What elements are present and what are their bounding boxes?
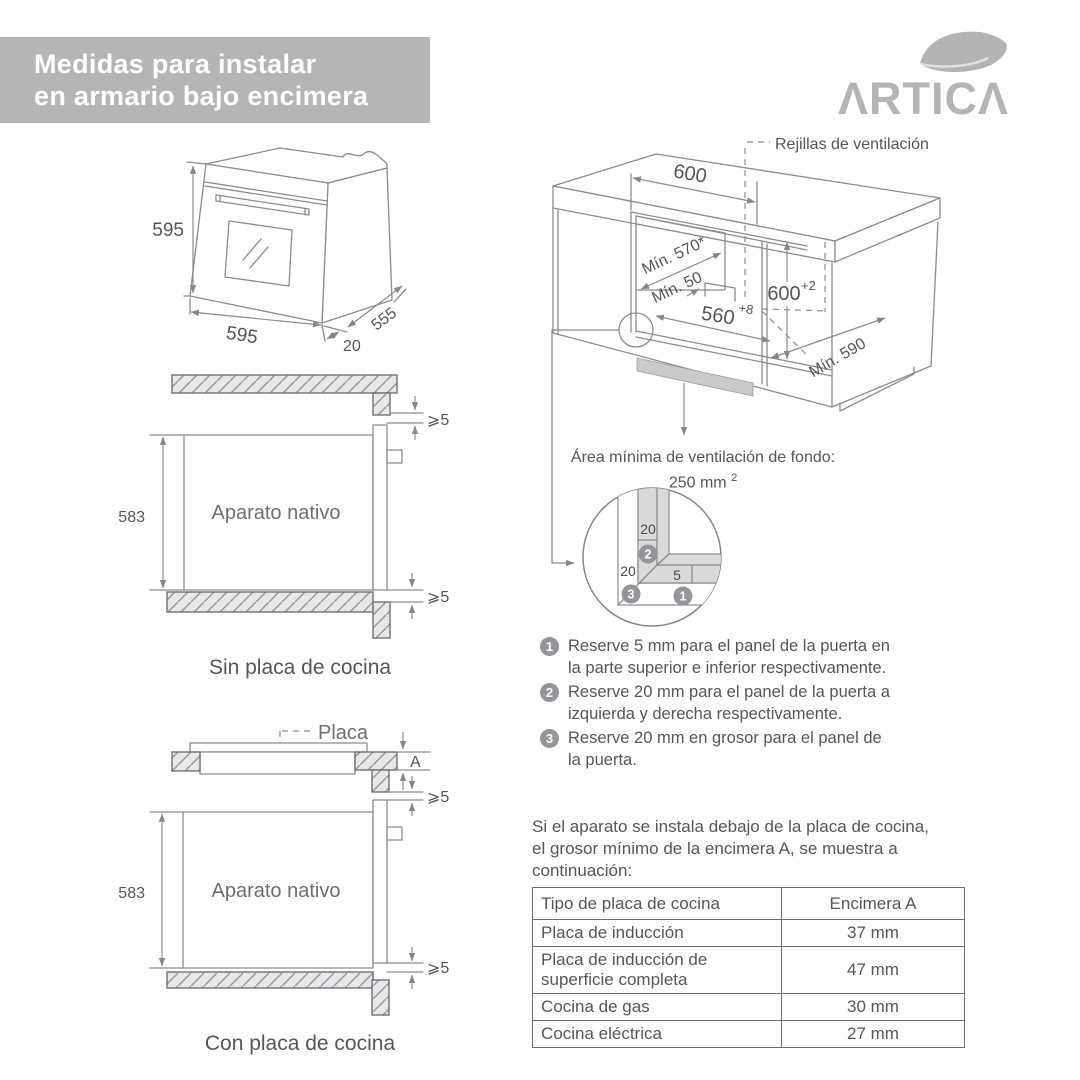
caption-sin-placa: Sin placa de cocina <box>208 656 392 679</box>
worktop-thickness-label: A <box>410 754 421 771</box>
hob-figure: Placa A ⩾5 Aparato nativo 583 ⩾5 <box>118 722 449 1016</box>
brand-text: ΛRTICΛ <box>838 73 1009 124</box>
cabinet-niche-height-label: 600 <box>767 283 800 305</box>
corner-detail-figure: 20 20 5 2 3 1 <box>582 487 722 627</box>
oven-figure: 595 595 555 20 <box>152 147 407 355</box>
vent-area-note: Área mínima de ventilación de fondo: 250… <box>543 447 863 493</box>
cabinet-figure: Rejillas de ventilación 600 Mín. 570* Mí… <box>551 136 941 627</box>
cabinet-niche-width-tol: +8 <box>738 300 755 317</box>
note-text-1: Reserve 5 mm para el panel de la puerta … <box>568 637 890 677</box>
vent-area-line1: Área mínima de ventilación de fondo: <box>570 449 836 466</box>
note-item-3: 3 Reserve 20 mm en grosor para el panel … <box>540 728 892 771</box>
hob-table-block: Si el aparato se instala debajo de la pl… <box>532 816 968 1048</box>
oven-height-label: 595 <box>152 220 184 241</box>
detail-badge-1 <box>673 586 693 606</box>
table-row: Placa de inducción 37 mm <box>532 919 965 947</box>
table-row: Cocina eléctrica 27 mm <box>532 1020 965 1048</box>
cabinet-niche-width-label: 560 <box>700 303 736 330</box>
cabinet-niche-height-tol: +2 <box>801 278 816 293</box>
caption-con-placa: Con placa de cocina <box>204 1032 396 1055</box>
note-text-2: Reserve 20 mm para el panel de la puerta… <box>568 683 890 723</box>
note-text-3: Reserve 20 mm en grosor para el panel de… <box>568 729 882 769</box>
svg-text:1: 1 <box>680 590 687 604</box>
hob-label: Placa <box>318 722 369 744</box>
note-item-1: 1 Reserve 5 mm para el panel de la puert… <box>540 636 892 679</box>
gap-bottom-label: ⩾5 <box>427 960 449 977</box>
table-row: Placa de inducción de superficie complet… <box>532 946 965 994</box>
note-badge-2: 2 <box>540 683 559 702</box>
gap-bottom-label: ⩾5 <box>427 589 449 606</box>
brand-logo: ΛRTICΛ <box>838 31 1009 124</box>
oven-door-offset-label: 20 <box>343 338 361 355</box>
hob-table: Tipo de placa de cocina Encimera A Placa… <box>532 887 965 1048</box>
oven-depth-label: 555 <box>369 305 401 335</box>
detail-badge-3 <box>621 584 641 604</box>
note-badge-1: 1 <box>540 637 559 656</box>
appliance-label: Aparato nativo <box>212 880 341 902</box>
detail-bottom-gap-label: 5 <box>673 567 681 583</box>
vent-grilles-label: Rejillas de ventilación <box>775 136 929 153</box>
table-row: Cocina de gas 30 mm <box>532 993 965 1021</box>
no-hob-figure: Aparato nativo 583 ⩾5 ⩾5 <box>118 374 449 639</box>
note-badge-3: 3 <box>540 729 559 748</box>
title-line-1: Medidas para instalar <box>34 49 317 79</box>
oven-width-label: 595 <box>225 323 260 349</box>
cabinet-min-gap-label: Mín. 50 <box>649 269 705 307</box>
detail-top-gap-label: 20 <box>640 521 656 537</box>
col-header-thickness: Encimera A <box>781 887 965 920</box>
hob-table-header-row: Tipo de placa de cocina Encimera A <box>532 887 965 920</box>
svg-text:2: 2 <box>645 548 652 562</box>
hob-table-intro: Si el aparato se instala debajo de la pl… <box>532 817 929 880</box>
leaf-icon <box>920 31 1007 73</box>
height-583-label: 583 <box>118 509 145 526</box>
svg-text:3: 3 <box>628 588 635 602</box>
appliance-label: Aparato nativo <box>212 502 341 524</box>
height-583-label: 583 <box>118 885 145 902</box>
title-line-2: en armario bajo encimera <box>34 81 369 111</box>
gap-top-label: ⩾5 <box>427 412 449 429</box>
note-item-2: 2 Reserve 20 mm para el panel de la puer… <box>540 682 892 725</box>
header-title-box: Medidas para instalar en armario bajo en… <box>0 37 430 123</box>
detail-badge-2 <box>638 544 658 564</box>
detail-side-gap-label: 20 <box>620 563 636 579</box>
gap-top-label: ⩾5 <box>427 789 449 806</box>
install-notes: 1 Reserve 5 mm para el panel de la puert… <box>540 636 892 774</box>
col-header-type: Tipo de placa de cocina <box>532 887 782 920</box>
vent-area-line2: 250 mm 2 <box>668 472 738 492</box>
